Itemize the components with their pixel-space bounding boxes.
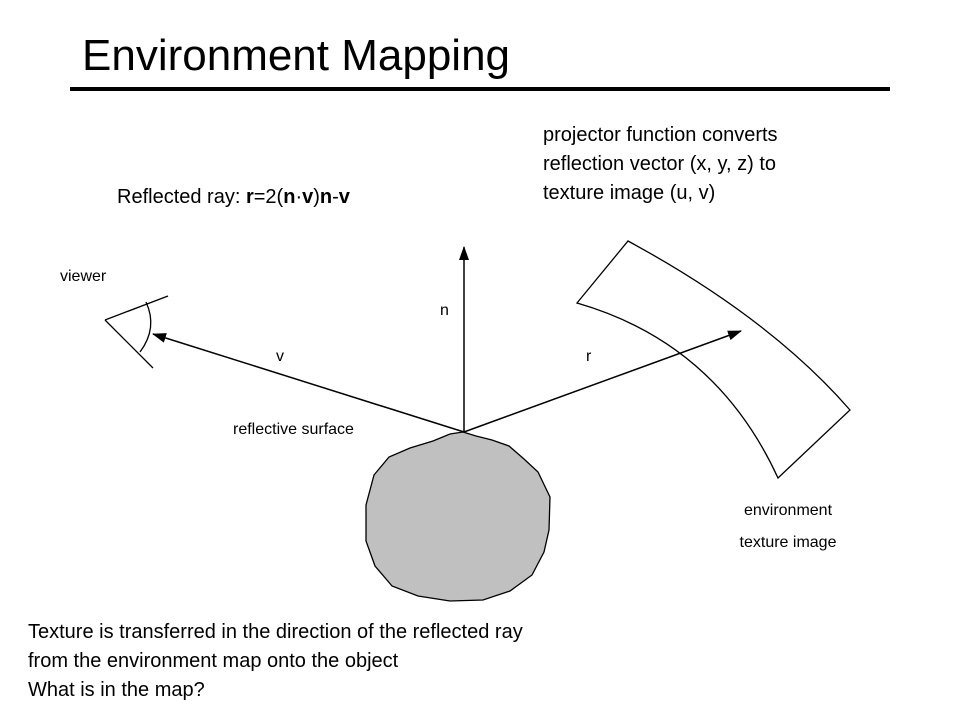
formula-eq: =2(	[253, 186, 284, 208]
environment-label-line: texture image	[739, 534, 837, 551]
view-vector-arrow	[152, 333, 465, 433]
formula-dot: ·	[295, 186, 303, 208]
formula-minus: -	[332, 186, 339, 208]
formula-close: )	[313, 186, 320, 208]
formula-prefix: Reflected ray:	[117, 186, 246, 208]
bottom-caption: Texture is transferred in the direction …	[28, 618, 523, 705]
formula-v1: v	[302, 186, 314, 208]
projector-line: projector function converts	[543, 124, 778, 146]
reflected-vector-label: r	[586, 348, 592, 365]
caption-line: Texture is transferred in the direction …	[28, 621, 523, 643]
formula-n2: n	[319, 186, 333, 208]
formula-n1: n	[283, 186, 296, 208]
caption-line: What is in the map?	[28, 679, 205, 701]
reflective-surface-shape	[365, 431, 551, 602]
environment-texture-sheet	[575, 240, 851, 480]
environment-texture-label: environment texture image	[690, 495, 886, 559]
viewer-eye-icon	[104, 295, 169, 369]
projector-note: projector function converts reflection v…	[543, 121, 903, 208]
normal-label: n	[440, 302, 449, 319]
formula-v2: v	[338, 186, 350, 208]
reflective-surface-label: reflective surface	[233, 421, 354, 438]
reflected-vector-arrow	[463, 330, 742, 433]
slide-title: Environment Mapping	[82, 31, 511, 80]
environment-label-line: environment	[743, 502, 833, 519]
formula-r: r	[245, 186, 254, 208]
title-underline	[70, 87, 890, 91]
reflected-ray-formula: Reflected ray: r=2(n·v)n-v	[117, 184, 350, 210]
view-vector-label: v	[276, 348, 284, 365]
caption-line: from the environment map onto the object	[28, 650, 399, 672]
projector-line: reflection vector (x, y, z) to	[543, 153, 777, 175]
projector-line: texture image (u, v)	[543, 182, 716, 204]
viewer-label: viewer	[60, 268, 107, 285]
